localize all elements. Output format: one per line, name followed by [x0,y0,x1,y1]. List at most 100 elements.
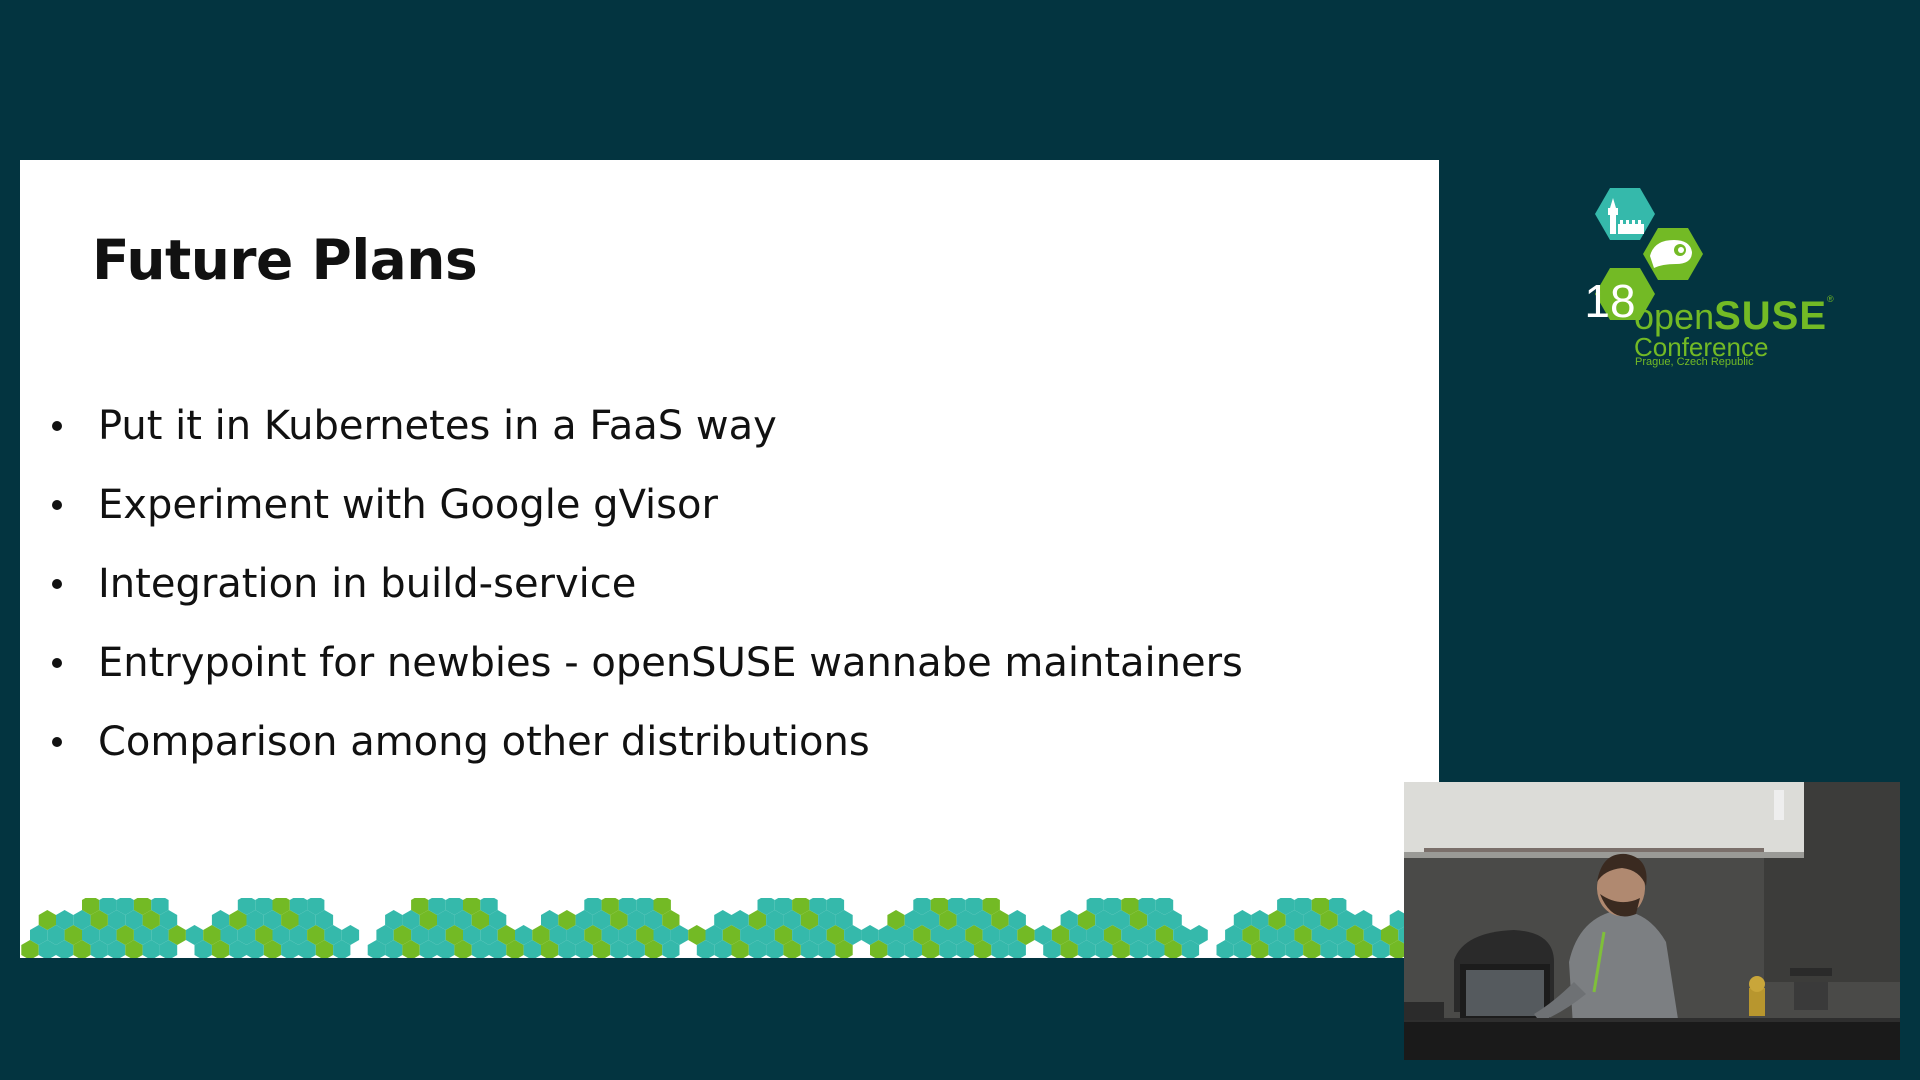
hex-cell [263,910,282,930]
hex-cell [1381,925,1399,945]
hex-cell [203,925,221,945]
hex-cell [324,925,342,945]
brand-open: open [1634,296,1715,337]
hex-cell [575,910,593,930]
hex-cell [1060,910,1078,930]
hex-cell [1303,910,1321,930]
hex-cell [731,940,749,958]
hex-cell [523,940,541,958]
hex-cell [1138,898,1156,915]
hex-cell [575,940,593,958]
hex-cell [956,940,974,958]
hex-cell [133,925,152,945]
hex-cell [1337,910,1355,930]
hex-cell [991,910,1009,930]
hex-cell [800,940,819,958]
hex-cell [592,910,611,930]
hex-cell [1112,940,1130,958]
hex-cell [1155,898,1174,915]
hex-cell [904,940,922,958]
hex-cell [541,910,559,930]
bullet-dot [52,578,62,589]
hex-cell [558,940,576,958]
hex-cell [1311,898,1329,915]
hex-cell [913,898,931,915]
hex-cell [21,940,39,958]
speaker-video-image [1404,782,1900,1060]
hex-cell [1060,940,1078,958]
hex-cell [315,940,334,958]
bullet-text: Entrypoint for newbies - openSUSE wannab… [98,639,1243,686]
bullet-text: Experiment with Google gVisor [98,481,718,528]
hex-cell [1138,925,1156,945]
hex-cell [1008,940,1026,958]
hex-cell [142,940,160,958]
hex-cell [1329,925,1347,945]
hex-cell [1389,940,1407,958]
hex-cell [1355,940,1373,958]
hex-cell [670,925,689,945]
hex-cell [1121,925,1139,945]
hex-cell [1147,940,1165,958]
hex-cell [1155,925,1174,945]
hex-cell [939,940,957,958]
hex-cell [82,898,100,915]
bullet-text: Put it in Kubernetes in a FaaS way [98,402,777,449]
hex-cell [142,910,160,930]
hex-cell [497,925,515,945]
slide-title: Future Plans [92,228,478,292]
hex-cell [774,898,793,915]
hex-cell [1320,940,1338,958]
hex-cell [1095,940,1113,958]
hex-cell [722,925,741,945]
hex-cell [644,940,663,958]
hex-cell [783,940,801,958]
hex-cell [878,925,896,945]
hex-cell [844,925,862,945]
hex-cell [159,940,178,958]
hex-cell [471,910,489,930]
hex-cell [480,925,498,945]
hex-cell [541,940,559,958]
hex-cell [151,925,169,945]
hex-cell [1355,910,1373,930]
hex-cell [1077,940,1096,958]
hex-cell [1259,925,1278,945]
hex-cell [56,910,74,930]
hex-cell [315,910,334,930]
hex-cell [922,910,940,930]
hex-cell [437,940,455,958]
hex-cell [471,940,489,958]
hex-cell [107,910,126,930]
hex-cell [454,910,472,930]
hex-cell [289,925,308,945]
hex-cell [826,898,845,915]
hex-cell [38,910,56,930]
hex-cell [1389,910,1407,930]
hex-cell [1173,925,1191,945]
hex-cell [1225,925,1243,945]
hex-cell [151,898,169,915]
hex-cell [610,940,628,958]
hex-cell [818,940,836,958]
hex-cell [1181,940,1200,958]
hex-cell [1043,940,1061,958]
hex-cell [653,925,671,945]
hex-cell [766,910,784,930]
hex-cell [974,910,992,930]
hex-cell [125,940,143,958]
hex-cell [1233,910,1252,930]
hex-cell [653,898,671,915]
hex-cell [1164,910,1182,930]
hex-cell [428,898,446,915]
hex-cell [272,925,290,945]
hex-cell [1251,910,1269,930]
hex-cell [835,910,853,930]
hex-cell [792,898,810,915]
hex-cell [116,925,134,945]
conference-logo: 18 openSUSE® Conference Prague, Czech Re… [1550,184,1834,374]
hex-cell [463,898,481,915]
hex-cell [766,940,784,958]
hex-cell [627,910,645,930]
hex-cell [974,940,992,958]
